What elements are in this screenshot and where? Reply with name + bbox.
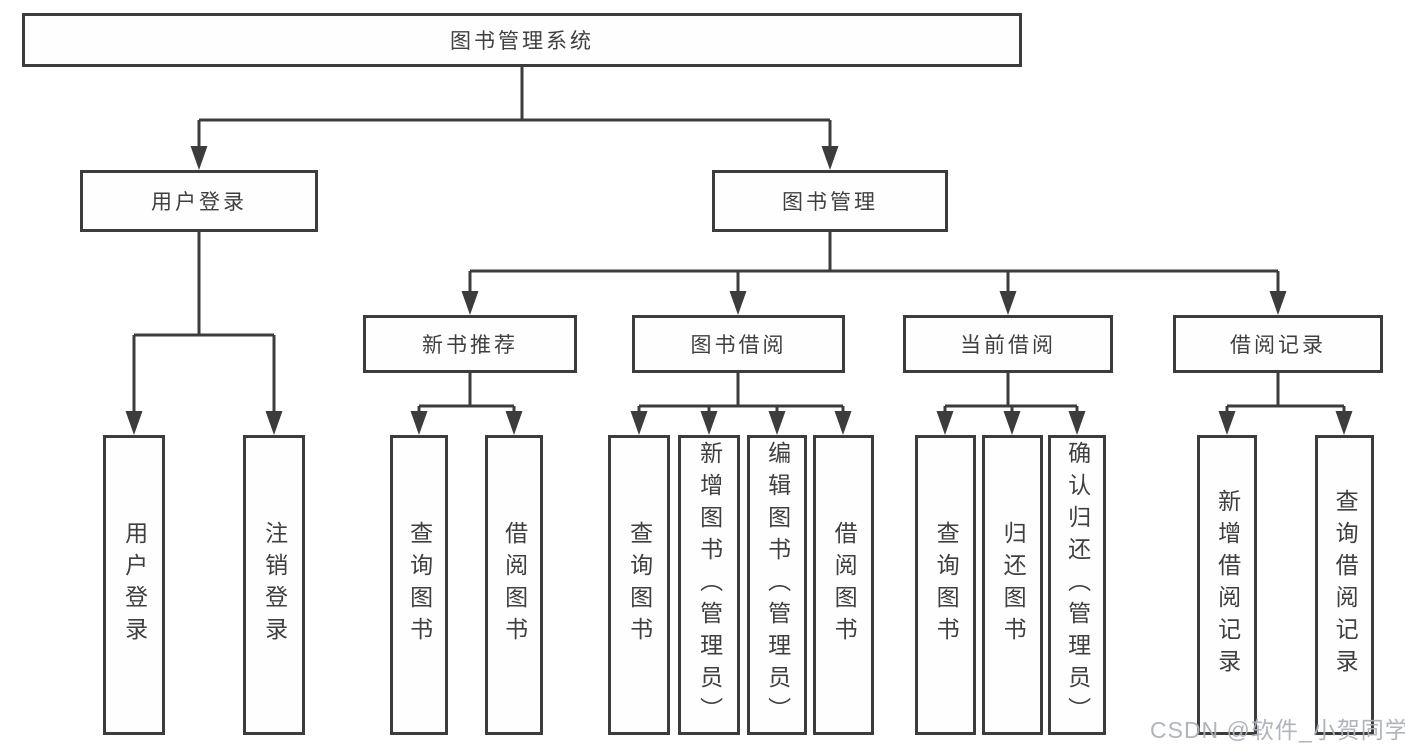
leaf-user-login: 用户登录 (103, 435, 165, 735)
node-book-management: 图书管理 (712, 170, 948, 232)
connector-root (197, 67, 832, 148)
leaf-borrow-query-books-label: 查询图书 (626, 521, 653, 649)
arrowheads (125, 146, 1353, 435)
leaf-newbooks-query-books-label: 查询图书 (406, 521, 433, 649)
leaf-borrow-borrow-books: 借阅图书 (813, 435, 874, 735)
leaf-logout-label: 注销登录 (261, 521, 288, 649)
connector-user-login (132, 232, 276, 413)
node-borrow-records: 借阅记录 (1173, 315, 1383, 373)
leaf-current-return-books-label: 归还图书 (1000, 521, 1027, 649)
node-book-borrow: 图书借阅 (632, 315, 845, 373)
leaf-current-return-books: 归还图书 (982, 435, 1043, 735)
node-root-system: 图书管理系统 (22, 13, 1022, 67)
leaf-newbooks-borrow-books-label: 借阅图书 (501, 521, 528, 649)
leaf-current-query-books: 查询图书 (915, 435, 976, 735)
connector-book-borrow (637, 373, 845, 413)
leaf-current-query-books-label: 查询图书 (933, 521, 960, 649)
leaf-borrow-add-books-admin-label: 新增图书（管理员） (696, 441, 723, 729)
leaf-borrow-borrow-books-label: 借阅图书 (831, 521, 858, 649)
leaf-newbooks-query-books: 查询图书 (390, 435, 448, 735)
leaf-borrow-edit-books-admin: 编辑图书（管理员） (747, 435, 807, 735)
node-new-book-recommend: 新书推荐 (363, 315, 577, 373)
leaf-records-add-record-label: 新增借阅记录 (1214, 489, 1241, 681)
leaf-user-login-label: 用户登录 (121, 521, 148, 649)
leaf-borrow-edit-books-admin-label: 编辑图书（管理员） (764, 441, 791, 729)
node-current-borrow: 当前借阅 (903, 315, 1113, 373)
leaf-current-confirm-return-admin: 确认归还（管理员） (1048, 435, 1106, 735)
node-user-login: 用户登录 (80, 170, 318, 232)
leaf-borrow-add-books-admin: 新增图书（管理员） (678, 435, 740, 735)
leaf-logout: 注销登录 (243, 435, 305, 735)
watermark: CSDN @软件_小贺同学 (1150, 717, 1405, 743)
connector-new-book-recommend (417, 373, 516, 413)
leaf-current-confirm-return-admin-label: 确认归还（管理员） (1064, 441, 1091, 729)
leaf-records-add-record: 新增借阅记录 (1197, 435, 1257, 735)
connector-borrow-records (1225, 373, 1346, 413)
leaf-records-query-record-label: 查询借阅记录 (1332, 489, 1359, 681)
connector-book-management (468, 232, 1280, 293)
leaf-newbooks-borrow-books: 借阅图书 (485, 435, 543, 735)
leaf-records-query-record: 查询借阅记录 (1315, 435, 1374, 735)
connector-current-borrow (943, 373, 1079, 413)
leaf-borrow-query-books: 查询图书 (608, 435, 670, 735)
